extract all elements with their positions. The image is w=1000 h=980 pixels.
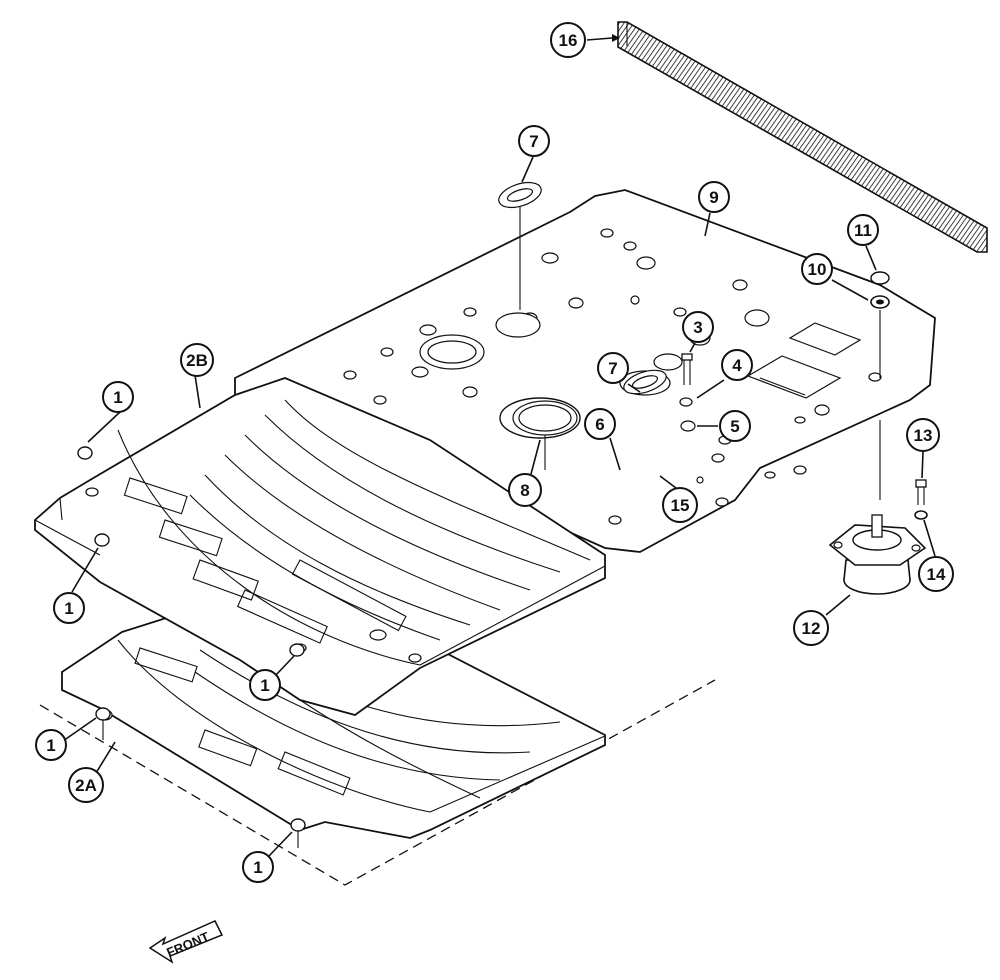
callout-1-b: 1: [53, 592, 85, 624]
callout-1-d: 1: [35, 729, 67, 761]
svg-text:1: 1: [253, 858, 262, 877]
callout-1-a: 1: [102, 381, 134, 413]
front-arrow-indicator: FRONT: [148, 920, 224, 964]
bolt-part-13: [915, 479, 927, 505]
callout-10: 10: [801, 253, 833, 285]
svg-text:5: 5: [730, 417, 739, 436]
callout-7-middle: 7: [597, 352, 629, 384]
svg-text:8: 8: [520, 481, 529, 500]
callout-4: 4: [721, 349, 753, 381]
callout-5: 5: [719, 410, 751, 442]
plug-part-1-e: [290, 818, 306, 832]
svg-text:2A: 2A: [75, 776, 97, 795]
callout-7-top: 7: [518, 125, 550, 157]
seal-strip-part-16: [617, 21, 988, 253]
callout-12: 12: [793, 610, 829, 646]
gasket-part-8: [499, 397, 581, 439]
grommet-part-7-top: [498, 181, 542, 209]
svg-text:11: 11: [854, 221, 872, 240]
svg-text:16: 16: [559, 31, 578, 50]
svg-text:1: 1: [46, 736, 55, 755]
floor-mat-2B: [34, 377, 606, 716]
plug-part-1-a: [77, 446, 93, 460]
callout-9: 9: [698, 181, 730, 213]
callout-11: 11: [847, 214, 879, 246]
callout-6: 6: [584, 408, 616, 440]
plug-part-1-c: [289, 643, 305, 657]
callout-3: 3: [682, 311, 714, 343]
washer-part-4: [679, 397, 693, 407]
svg-text:10: 10: [808, 260, 827, 279]
leader-lines: [62, 34, 936, 858]
washer-part-10: [870, 295, 890, 309]
svg-text:3: 3: [693, 318, 702, 337]
lower-mat-outline-2A: [39, 679, 716, 886]
callout-8: 8: [508, 473, 542, 507]
svg-text:6: 6: [595, 415, 604, 434]
callout-2B: 2B: [180, 343, 214, 377]
svg-text:15: 15: [671, 496, 690, 515]
washer-part-14: [914, 510, 928, 520]
callout-16: 16: [550, 22, 586, 58]
plug-part-1-d: [95, 707, 111, 721]
plug-part-1-b: [94, 533, 110, 547]
svg-text:9: 9: [709, 188, 718, 207]
svg-text:7: 7: [529, 132, 538, 151]
callout-1-e: 1: [242, 851, 274, 883]
svg-text:2B: 2B: [186, 351, 208, 370]
svg-text:12: 12: [802, 619, 821, 638]
callout-15: 15: [662, 487, 698, 523]
svg-text:1: 1: [260, 676, 269, 695]
svg-text:1: 1: [64, 599, 73, 618]
nut-part-5: [680, 420, 696, 432]
svg-text:14: 14: [927, 565, 946, 584]
callout-2A: 2A: [68, 767, 104, 803]
callout-13: 13: [906, 418, 940, 452]
svg-text:1: 1: [113, 388, 122, 407]
svg-text:13: 13: [914, 426, 933, 445]
callout-14: 14: [918, 556, 954, 592]
svg-text:7: 7: [608, 359, 617, 378]
svg-text:4: 4: [732, 356, 742, 375]
isolator-mount-part-12: [828, 514, 927, 595]
callout-1-c: 1: [249, 669, 281, 701]
nut-part-11: [870, 271, 890, 285]
bolt-part-3: [681, 353, 693, 385]
